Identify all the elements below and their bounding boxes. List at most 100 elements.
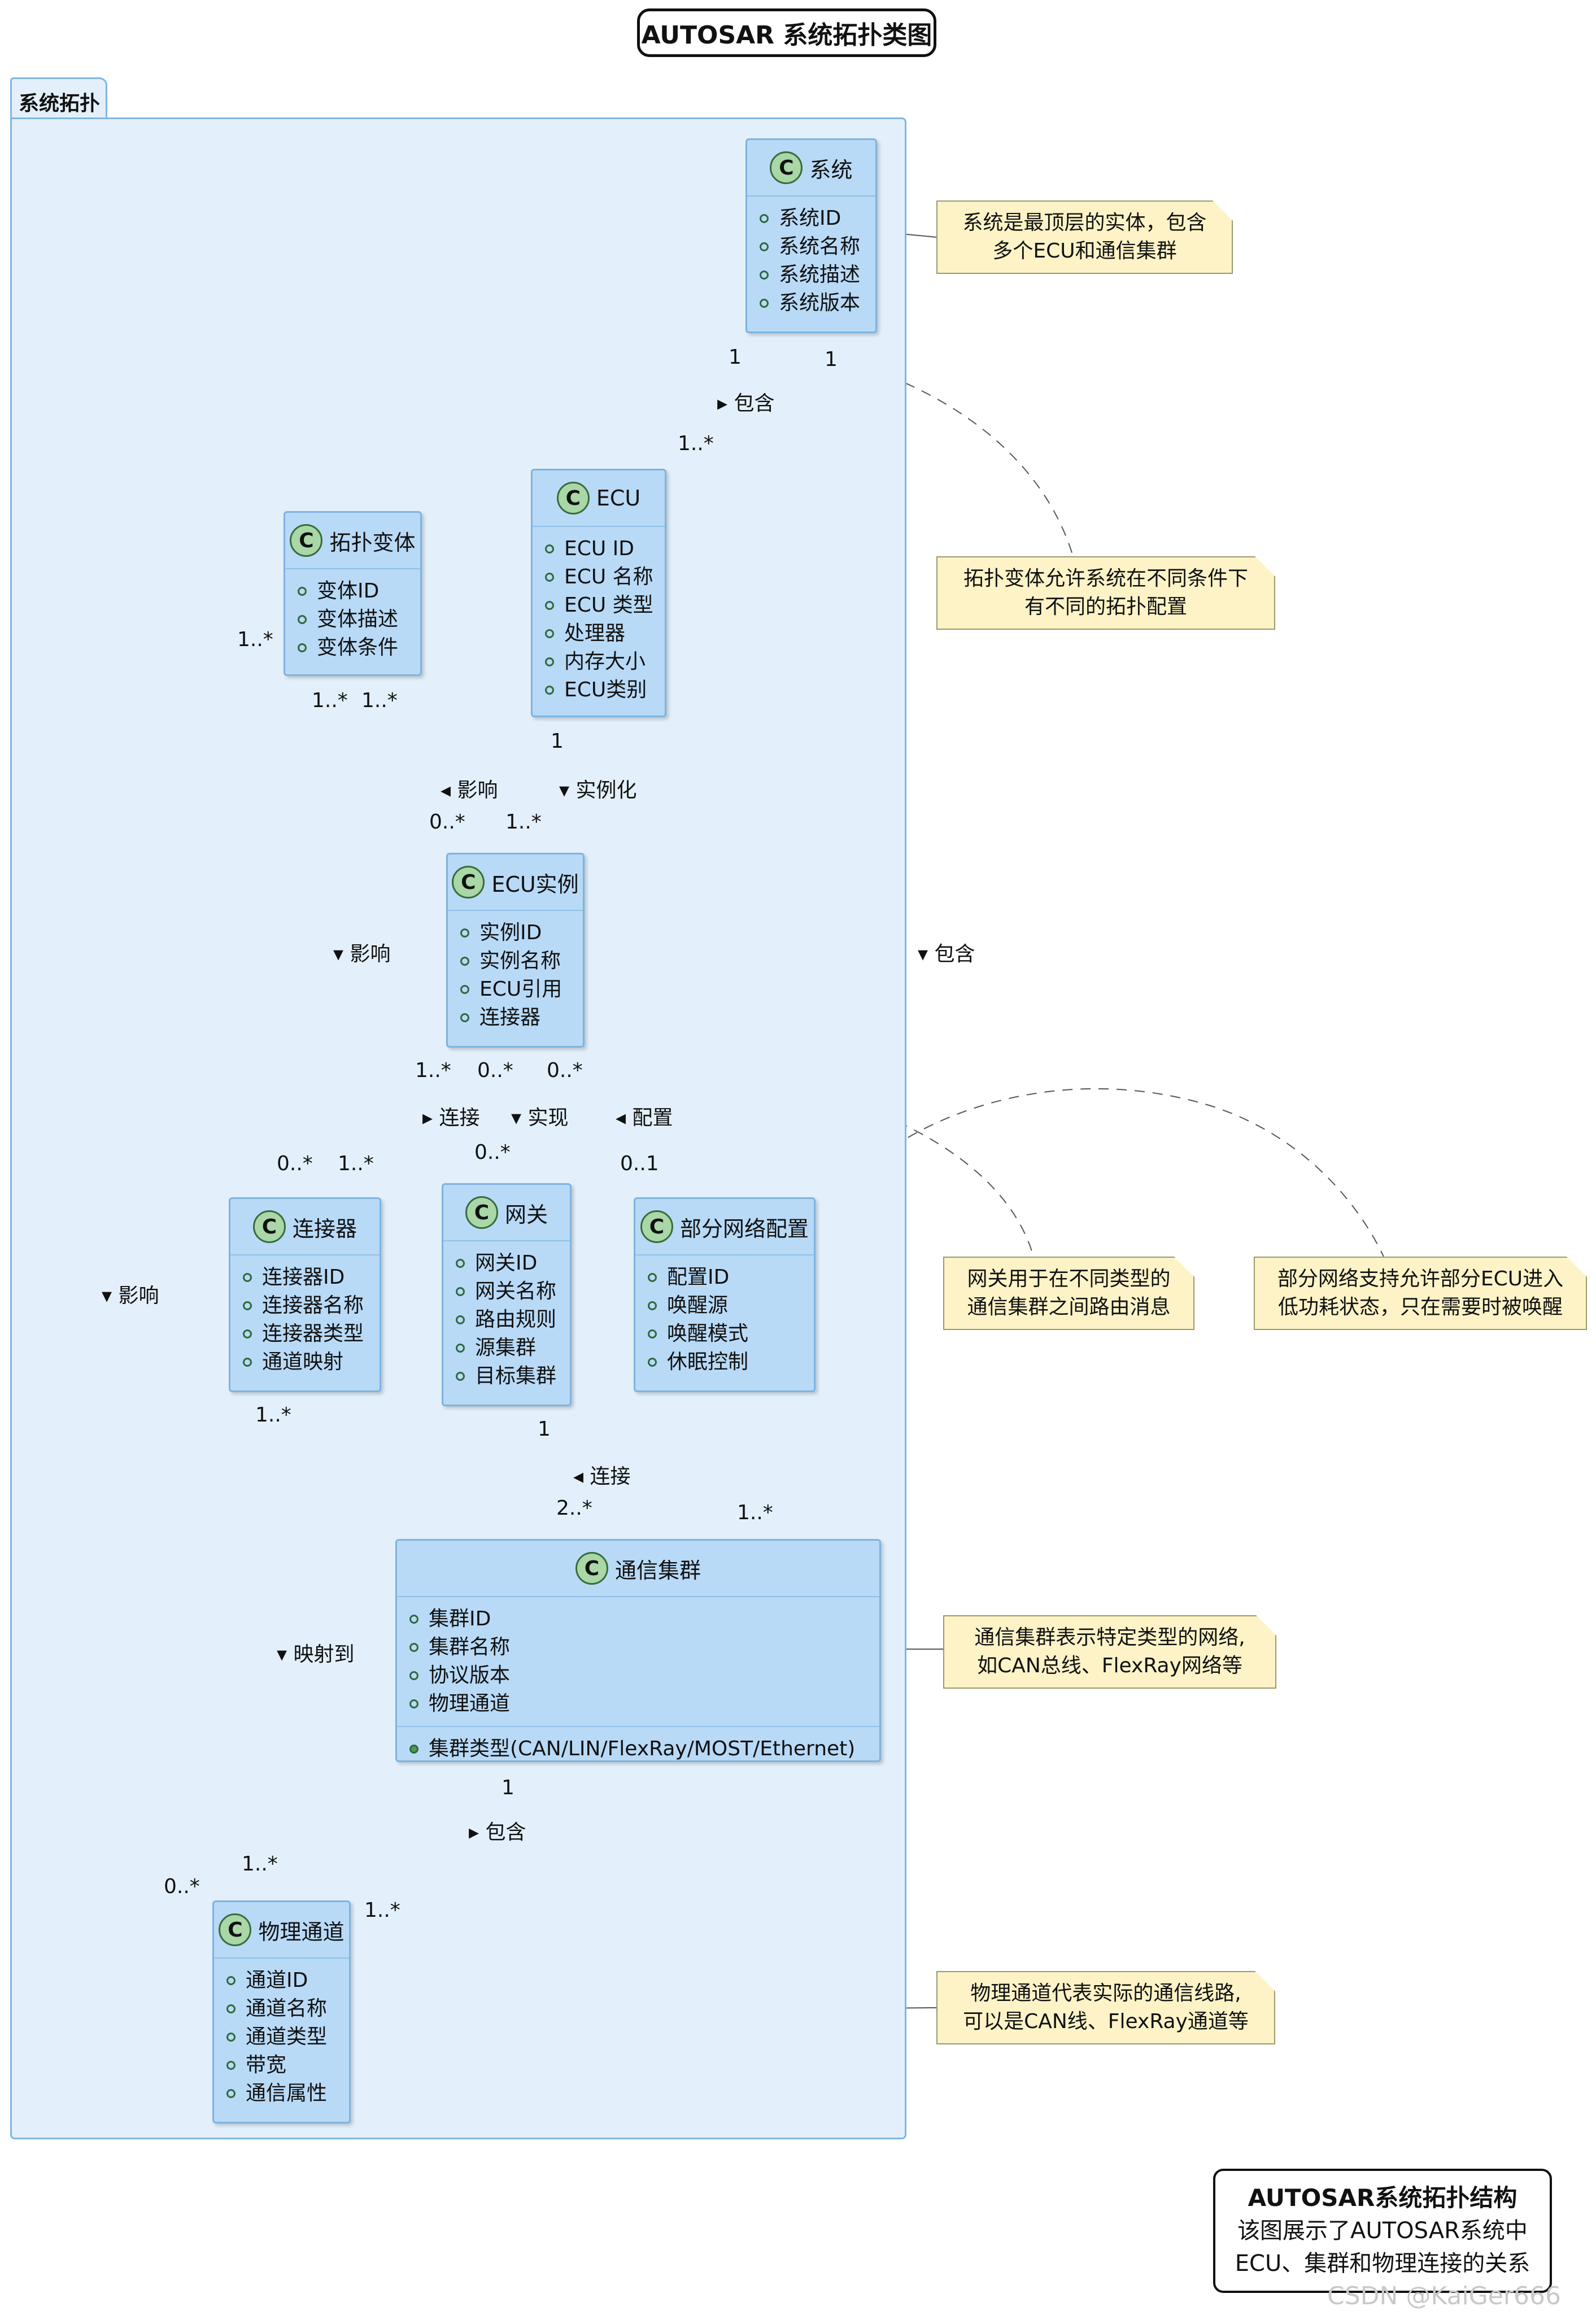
multiplicity: 1..* [255,1403,291,1427]
public-attr-icon [226,2061,236,2070]
attribute: 目标集群 [475,1364,557,1388]
attribute: 通道映射 [262,1350,344,1374]
public-attr-icon [648,1358,657,1367]
attribute: 通道ID [246,1969,308,1992]
multiplicity: 0..* [277,1152,313,1175]
attribute: ECU引用 [479,978,562,1001]
note-text: 多个ECU和通信集群 [992,239,1177,263]
public-attr-icon [648,1301,657,1310]
multiplicity: 0..* [477,1059,513,1082]
public-attr-icon [409,1615,418,1624]
public-attr-icon [648,1329,657,1338]
class-name: 物理通道 [258,1919,345,1944]
relation-label-influence: ▾ 影响 [102,1284,159,1307]
public-attr-icon [243,1329,252,1338]
attribute: 变体ID [317,579,380,603]
public-attr-icon [226,2004,236,2013]
public-attr-icon [456,1344,465,1353]
public-attr-icon [460,957,469,966]
relation-label-contains: ▸ 包含 [717,392,775,415]
attribute: 连接器名称 [262,1294,364,1317]
class-icon: C [770,151,803,184]
multiplicity: 2..* [556,1497,592,1520]
relation-label-contains: ▸ 包含 [469,1821,526,1844]
attribute: 通道名称 [246,1997,328,2020]
public-attr-icon [226,2089,236,2098]
attribute: ECU类别 [564,678,647,701]
public-attr-icon [409,1699,418,1708]
attribute: 唤醒模式 [667,1322,749,1345]
note-partial-network: 部分网络支持允许部分ECU进入 低功耗状态，只在需要时被唤醒 [1254,1257,1587,1330]
attribute: ECU 名称 [564,565,653,588]
class-icon: C [556,482,590,514]
public-attr-icon [460,928,469,938]
note-text: 低功耗状态，只在需要时被唤醒 [1277,1296,1563,1319]
attribute: 处理器 [564,622,626,645]
multiplicity: 1..* [361,689,398,712]
note-variant: 拓扑变体允许系统在不同条件下 有不同的拓扑配置 [936,556,1275,630]
attribute: 连接器类型 [262,1322,364,1345]
public-attr-icon [760,299,769,308]
attribute: 通道类型 [246,2025,328,2048]
attribute: 网关名称 [475,1280,557,1303]
note-text: 网关用于在不同类型的 [967,1267,1171,1290]
method: 集群类型(CAN/LIN/FlexRay/MOST/Ethernet) [429,1737,856,1760]
attribute: 配置ID [667,1266,730,1289]
attribute: 内存大小 [564,650,646,673]
note-system: 系统是最顶层的实体，包含 多个ECU和通信集群 [936,200,1233,274]
note-text: 通信集群之间路由消息 [967,1296,1171,1319]
relation-label-influence: ◂ 影响 [441,779,498,802]
multiplicity: 0..* [429,810,465,834]
attribute: 系统版本 [779,291,861,315]
class-icon: C [219,1913,252,1946]
class-name: 通信集群 [614,1558,701,1583]
package-system-topology [10,117,906,2139]
attribute: 网关ID [475,1252,538,1275]
public-attr-icon [243,1301,252,1310]
class-icon: C [290,524,323,557]
public-attr-icon [456,1259,465,1268]
multiplicity: 0..1 [620,1152,659,1175]
class-name: 连接器 [292,1216,357,1241]
note-text: 拓扑变体允许系统在不同条件下 [963,567,1248,590]
multiplicity: 1..* [237,628,273,651]
public-attr-icon [460,985,469,994]
attribute: 带宽 [246,2053,287,2077]
multiplicity: 1 [729,346,742,369]
attribute: ECU ID [564,537,635,560]
class-icon: C [640,1210,673,1243]
attribute: 通信属性 [246,2082,328,2105]
multiplicity: 0..* [164,1875,200,1898]
public-attr-icon [760,214,769,223]
public-attr-icon [545,657,554,666]
multiplicity: 1..* [415,1059,451,1082]
attribute: 协议版本 [429,1664,511,1687]
class-icon: C [465,1196,498,1229]
class-icon: C [575,1552,608,1585]
public-attr-icon [456,1287,465,1296]
multiplicity: 1..* [364,1899,400,1922]
attribute: 系统描述 [779,263,861,286]
multiplicity: 0..* [474,1141,511,1164]
legend-title: AUTOSAR系统拓扑结构 [1248,2184,1517,2212]
attribute: 物理通道 [429,1692,511,1715]
attribute: 连接器 [479,1006,541,1029]
attribute: 路由规则 [475,1308,557,1331]
relation-label-realize: ▾ 实现 [511,1106,569,1130]
multiplicity: 1..* [242,1852,278,1876]
note-text: 通信集群表示特定类型的网络, [974,1626,1245,1649]
attribute: 实例ID [479,921,542,944]
attribute: 实例名称 [479,949,561,973]
public-attr-icon [545,601,554,610]
public-attr-icon [545,544,554,553]
multiplicity: 1 [825,348,838,371]
